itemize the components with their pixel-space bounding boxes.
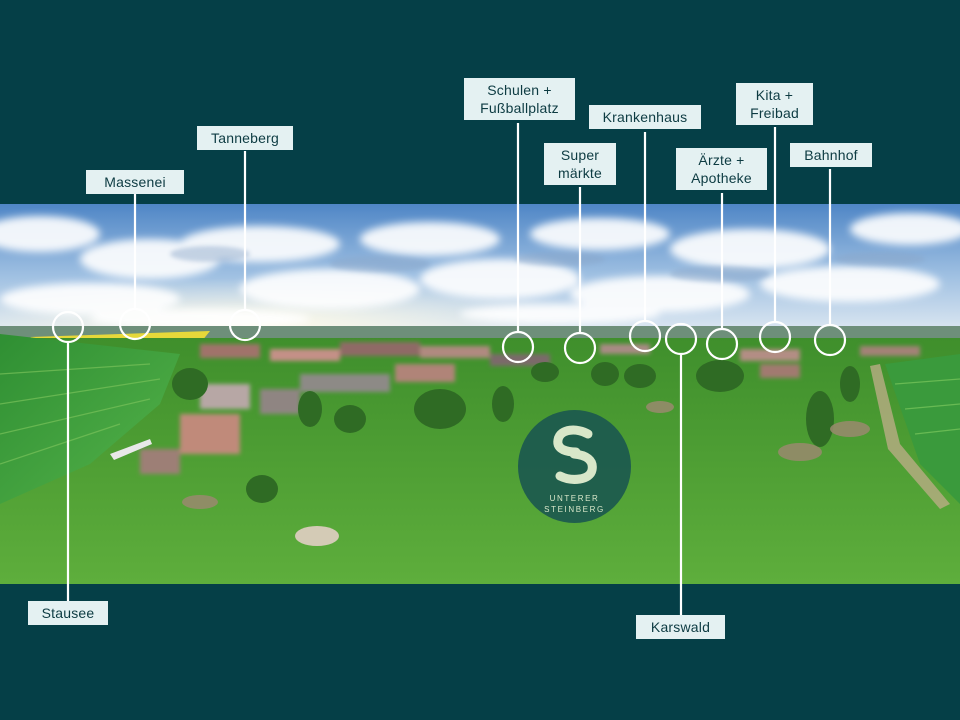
stylized-s-logo-icon [553,425,597,484]
label-kita-freibad: Kita + Freibad [736,83,813,125]
label-supermaerkte: Super märkte [544,143,616,185]
panorama-illustration [0,204,960,584]
logo-text-steinberg: STEINBERG [544,505,605,514]
logo-text-unterer: UNTERER [549,494,600,503]
label-massenei: Massenei [86,170,184,194]
label-krankenhaus: Krankenhaus [589,105,701,129]
label-schulen-fussballplatz: Schulen + Fußballplatz [464,78,575,120]
label-bahnhof: Bahnhof [790,143,872,167]
label-karswald: Karswald [636,615,725,639]
unterer-steinberg-logo: UNTERER STEINBERG [518,410,631,523]
label-aerzte-apotheke: Ärzte + Apotheke [676,148,767,190]
label-tanneberg: Tanneberg [197,126,293,150]
label-stausee: Stausee [28,601,108,625]
panorama-photo [0,204,960,584]
